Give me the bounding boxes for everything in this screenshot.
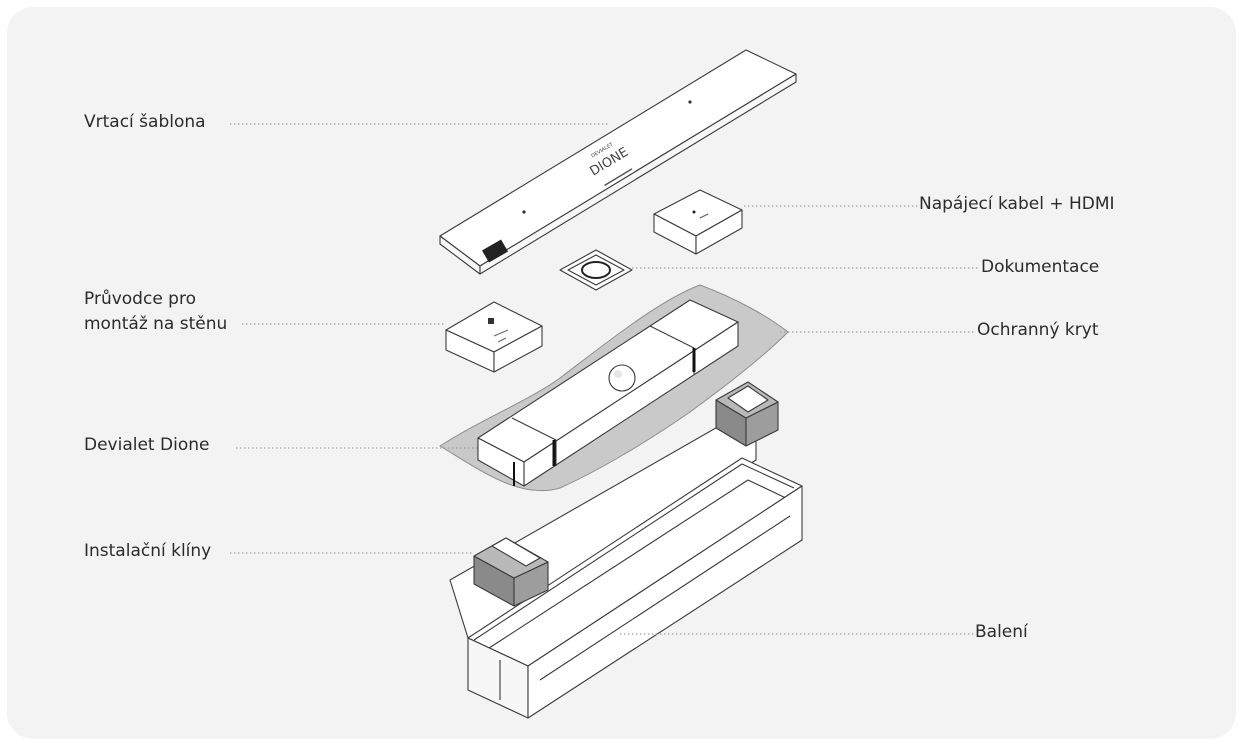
label-power-cable-hdmi: Napájecí kabel + HDMI (919, 194, 1115, 214)
label-installation-wedges: Instalační klíny (84, 541, 212, 561)
label-protective-cover: Ochranný kryt (977, 320, 1099, 340)
label-documentation: Dokumentace (981, 257, 1100, 277)
label-devialet-dione: Devialet Dione (84, 435, 210, 455)
wall-mount-guide-box (445, 301, 543, 373)
devialet-dione-soundbar (477, 299, 739, 487)
installation-wedge-left (473, 537, 549, 607)
power-cable-hdmi-box (653, 189, 743, 255)
diagram-panel: DEVIALET DIONE (7, 7, 1236, 739)
label-wall-mount-guide-line1: Průvodce pro (84, 289, 196, 309)
documentation-booklet (559, 249, 633, 291)
label-wall-mount-guide-line2: montáž na stěnu (84, 314, 228, 334)
leader-lines (230, 123, 980, 635)
label-packaging: Balení (975, 622, 1028, 642)
exploded-view-illustration: DEVIALET DIONE (230, 49, 980, 719)
label-drilling-template: Vrtací šablona (84, 112, 206, 132)
drilling-template: DEVIALET DIONE (439, 49, 797, 275)
installation-wedge-right (715, 381, 779, 447)
